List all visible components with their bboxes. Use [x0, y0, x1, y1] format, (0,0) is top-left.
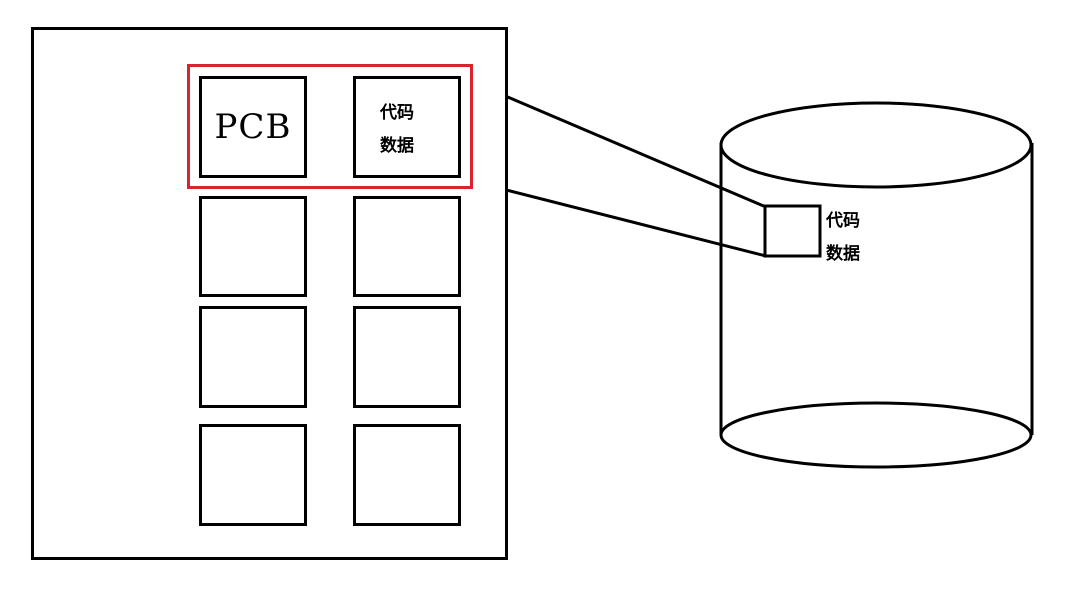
pcb-label: PCB [214, 107, 292, 147]
memory-block-empty [353, 424, 461, 526]
pcb-block: PCB [199, 76, 307, 178]
code-label: 代码 [380, 103, 414, 123]
connector-line-bottom [462, 177, 767, 258]
memory-block-empty [199, 424, 307, 526]
disk-code-data-label: 代码 数据 [826, 205, 860, 271]
code-data-label: 代码 数据 [380, 97, 414, 163]
disk-cylinder [719, 101, 1034, 469]
disk-data-label: 数据 [826, 244, 860, 264]
connector-line-top [462, 76, 767, 209]
memory-block-empty [353, 306, 461, 408]
disk-code-label: 代码 [826, 211, 860, 231]
data-label: 数据 [380, 136, 414, 156]
process-selection-highlight [187, 64, 473, 189]
memory-block-empty [353, 196, 461, 297]
disk-top-ellipse [719, 101, 1033, 189]
disk-code-data-block [763, 204, 822, 258]
memory-block-empty [199, 306, 307, 408]
memory-block-empty [199, 196, 307, 297]
code-data-block: 代码 数据 [353, 76, 461, 178]
disk-bottom-ellipse [719, 401, 1033, 469]
